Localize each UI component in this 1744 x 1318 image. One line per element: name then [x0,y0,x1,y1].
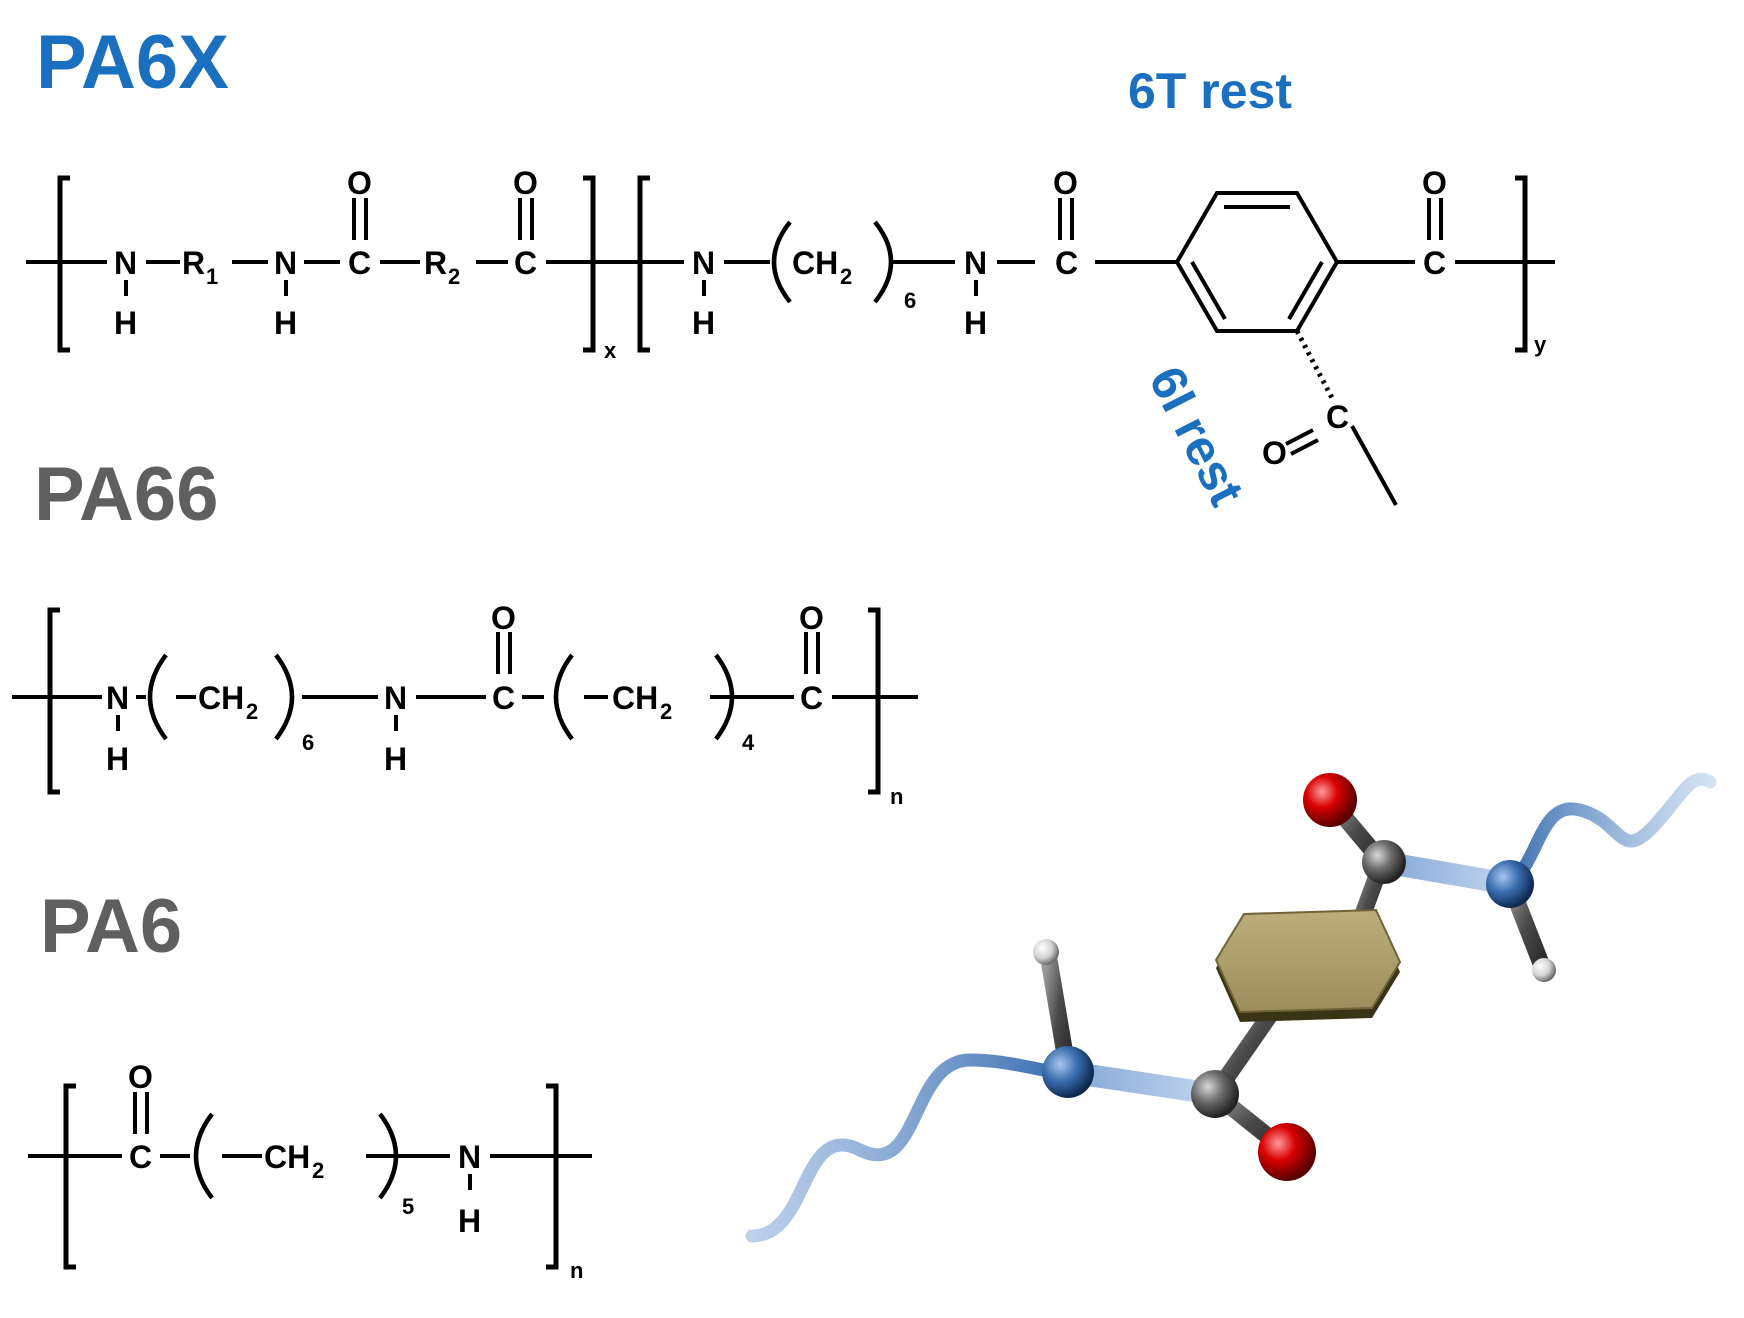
pa6x-r1: R [182,245,205,281]
carbon-atom [1191,1070,1239,1118]
pa6x-r2: R [424,245,447,281]
terephthalamide-3d-model [745,773,1717,1243]
pa6-h1: H [458,1203,481,1239]
pa6-ch2-ch: CH [264,1139,310,1175]
pa6x-o4: O [1422,165,1447,201]
pa6x-h2: H [274,305,297,341]
pa66-ch2b-sub: 2 [660,699,672,724]
pa66-n2: N [384,680,407,716]
pa6x-c2: C [514,245,537,281]
pa6x-o3: O [1053,165,1078,201]
pa6x-y-count: y [1534,332,1547,357]
polymer-chain-right [1503,773,1717,891]
pa6x-title: PA6X [36,20,229,105]
pa6x-c3: C [1055,245,1078,281]
pa6x-ch2-count: 6 [904,288,916,313]
pa6-n1: N [458,1139,481,1175]
pa6x-ch2-ch: CH [792,245,838,281]
benzene-ring-3d [1214,908,1402,1014]
pa6x-o2: O [513,165,538,201]
pa6-title: PA6 [40,884,182,969]
pa6x-h4: H [964,305,987,341]
pa6x-ch2-sub: 2 [840,264,852,289]
pa6x-h3: H [692,305,715,341]
pa66-ch2a-ch: CH [198,680,244,716]
oxygen-atom [1303,773,1357,827]
pa6x-c1: C [348,245,371,281]
pa66-c2: C [800,680,823,716]
nitrogen-atom [1042,1046,1094,1098]
pa66-ch2b-count: 4 [742,730,755,755]
polymer-chain-left [745,1053,1071,1243]
pa66-h2: H [384,741,407,777]
hydrogen-atom [1033,939,1059,965]
label-6t-rest: 6T rest [1128,63,1292,119]
pa6-structure: C O CH 2 5 N H n [28,1059,592,1283]
pa66-title: PA66 [34,452,218,537]
oxygen-atom [1258,1123,1316,1181]
pa66-o1: O [491,600,516,636]
pa6-c1: C [129,1139,152,1175]
pa66-h1: H [106,741,129,777]
pa66-n1: N [106,680,129,716]
pa6x-r1-sub: 1 [206,264,218,289]
pa6x-r2-sub: 2 [448,264,460,289]
pa6x-c4: C [1423,245,1446,281]
pa6x-o1: O [347,165,372,201]
carbon-atom [1362,840,1406,884]
pa66-ch2a-sub: 2 [246,699,258,724]
pa6-o1: O [128,1059,153,1095]
pa6x-6i-dotted-bond [1294,329,1335,400]
pa66-o2: O [799,600,824,636]
pa66-ch2a-count: 6 [302,730,314,755]
pa66-c1: C [492,680,515,716]
pa6x-n2: N [274,245,297,281]
pa6x-n1: N [114,245,137,281]
nitrogen-atom [1486,860,1534,908]
pa6x-x-count: x [604,338,617,363]
pa6-ch2-sub: 2 [312,1158,324,1183]
pa66-structure: N H CH 2 6 N H C O CH 2 4 C O n [12,600,918,809]
pa6x-structure: N H R 1 N H C O R 2 C O x N H CH 2 6 N H… [26,165,1555,506]
hydrogen-atom [1532,958,1556,982]
pa6-ch2-count: 5 [402,1194,414,1219]
pa6x-o-6i: O [1262,435,1287,471]
pa6x-c-6i: C [1326,399,1349,435]
pa6x-n3: N [692,245,715,281]
label-6i-rest: 6I rest [1138,358,1255,515]
pa6x-n4: N [964,245,987,281]
pa6-n-count: n [570,1258,583,1283]
pa66-n-count: n [890,784,903,809]
pa66-ch2b-ch: CH [612,680,658,716]
pa6x-h1: H [114,305,137,341]
